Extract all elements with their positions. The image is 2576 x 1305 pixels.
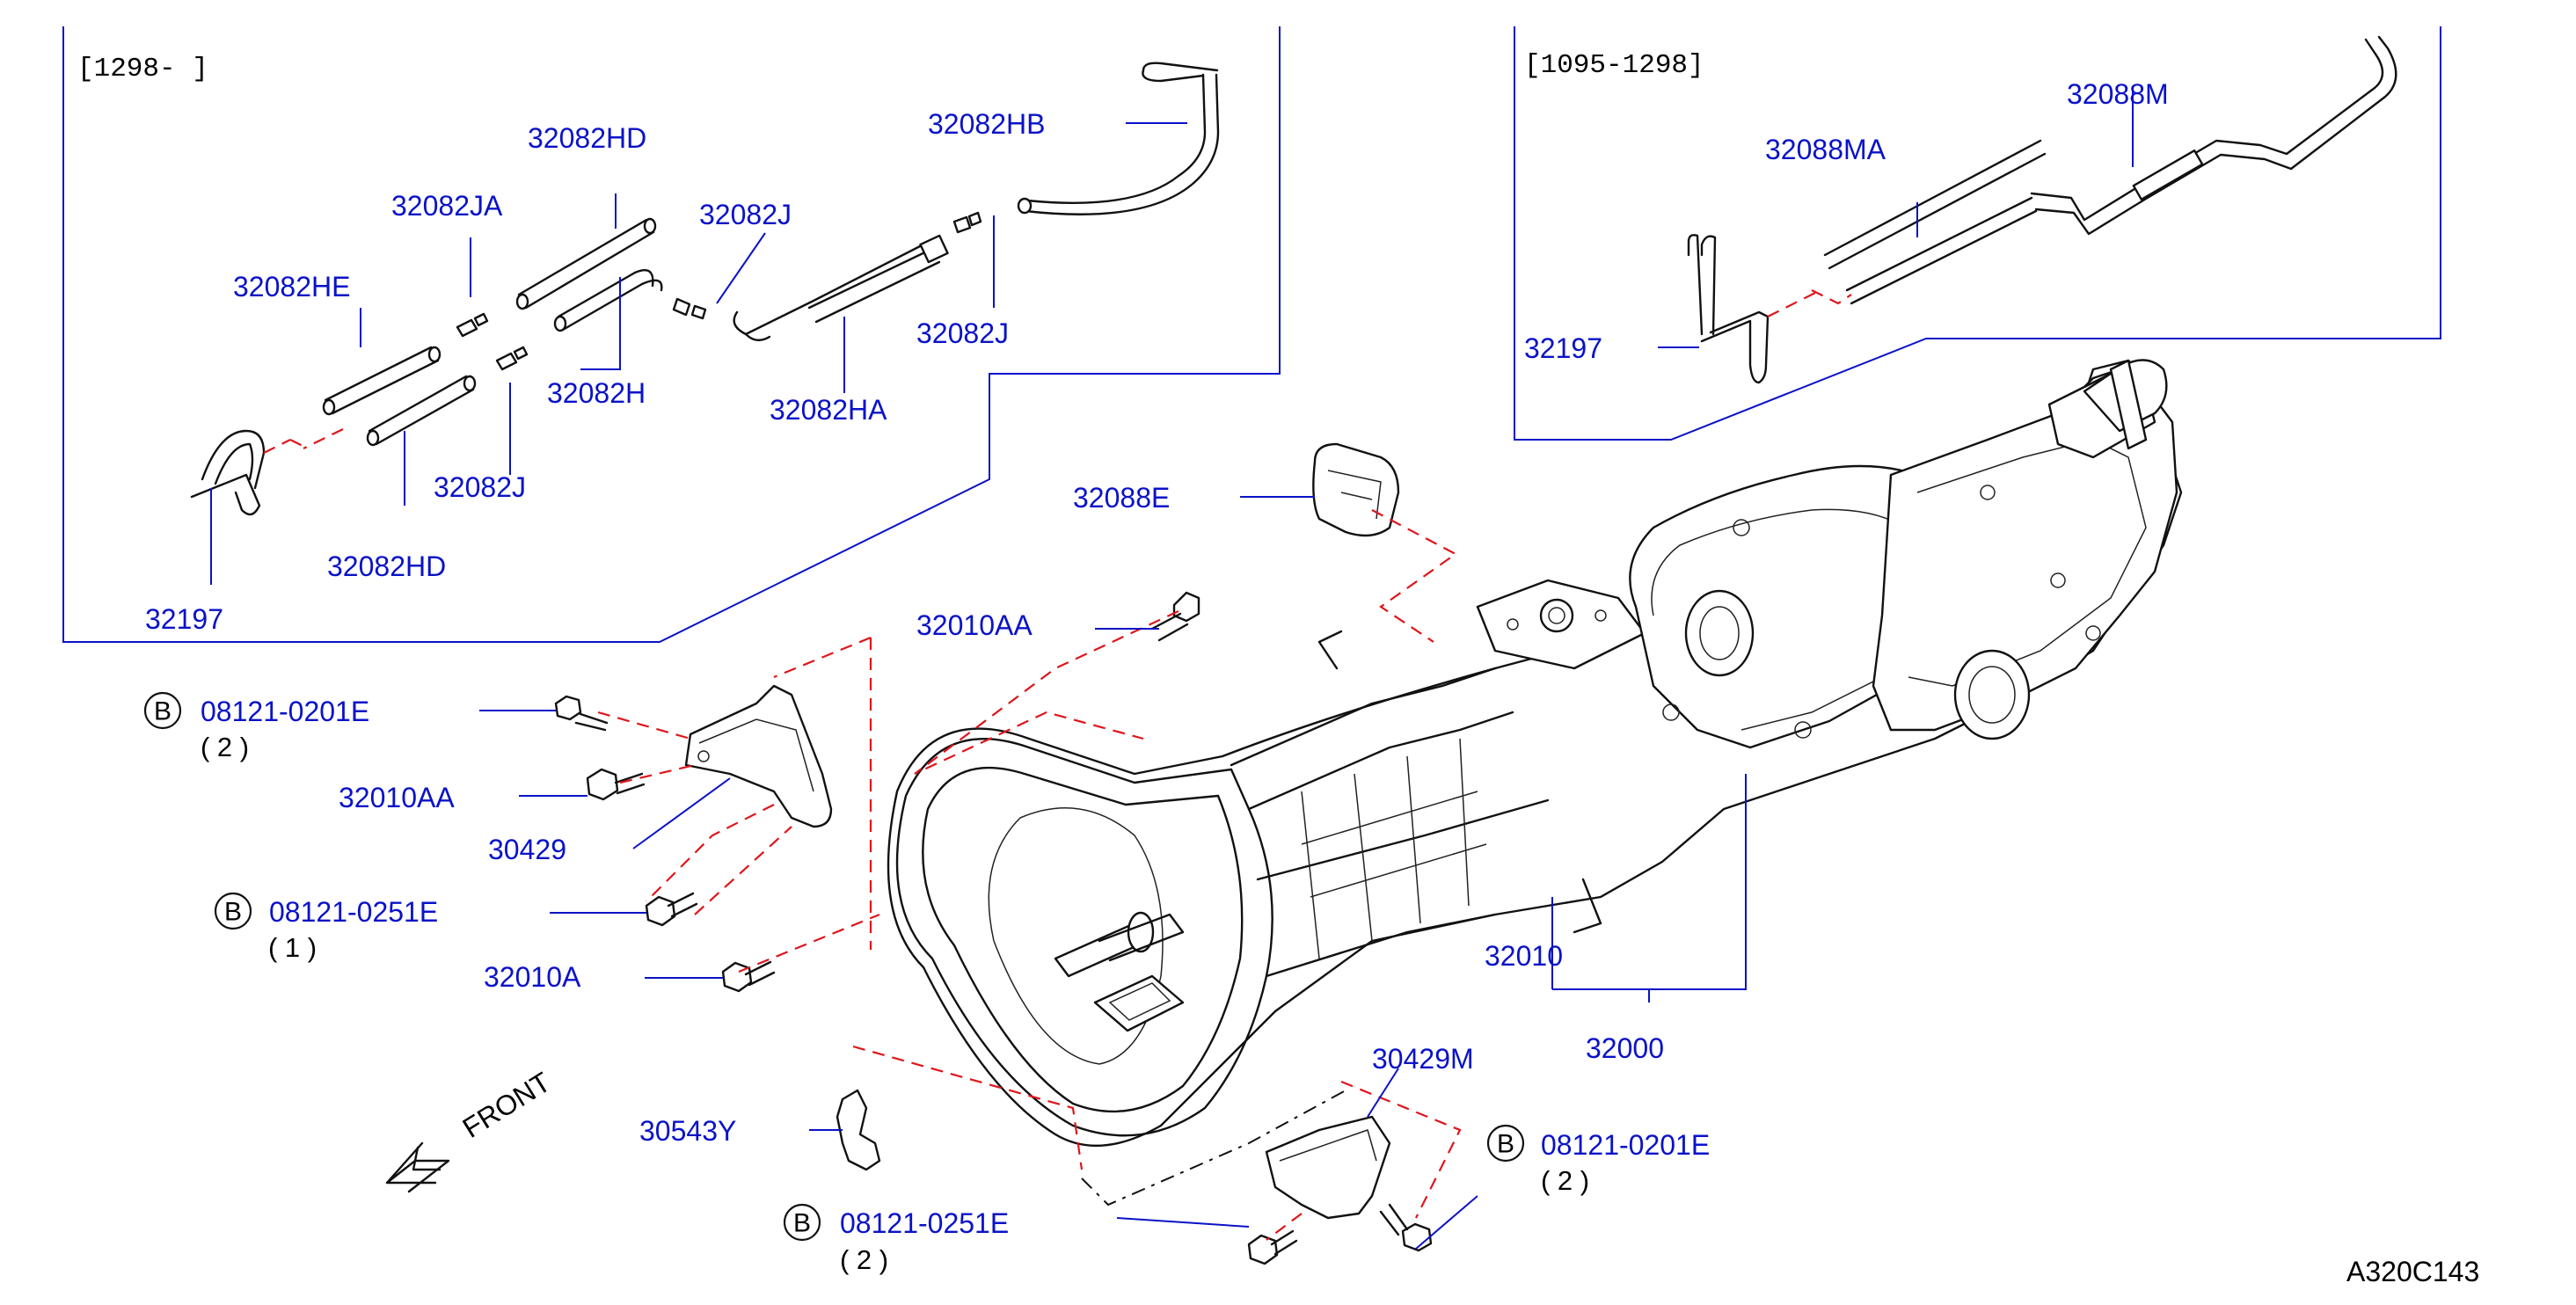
part-label-32088MA[interactable]: 32088MA	[1765, 134, 1886, 165]
part-label-32082HD[interactable]: 32082HD	[327, 550, 446, 582]
front-label: FRONT	[457, 1066, 557, 1144]
part-label-32000[interactable]: 32000	[1586, 1032, 1664, 1064]
quantity: ( 2 )	[1541, 1165, 1589, 1196]
part-label-32010AA[interactable]: 32010AA	[339, 782, 455, 813]
part-label-32010[interactable]: 32010	[1485, 940, 1563, 972]
inset-frame-right	[1514, 26, 2441, 441]
part-label-32082HE[interactable]: 32082HE	[233, 271, 350, 303]
part-label-32197[interactable]: 32197	[1524, 332, 1602, 364]
part-label-32082H[interactable]: 32082H	[547, 377, 646, 409]
part-30429M-bracket	[1265, 1115, 1391, 1220]
bolt-marker: B	[224, 898, 242, 927]
right-hose-assembly	[1687, 35, 2397, 384]
part-label-32010AA[interactable]: 32010AA	[916, 609, 1033, 641]
bolt-marker: B	[1497, 1130, 1514, 1159]
red-guides	[597, 509, 1462, 1241]
reference-code: A320C143	[2346, 1256, 2479, 1287]
part-label-32082J[interactable]: 32082J	[434, 471, 526, 503]
bolt-marker-circle	[214, 892, 252, 930]
part-label-32082J[interactable]: 32082J	[916, 317, 1009, 349]
part-label-32197[interactable]: 32197	[145, 603, 223, 635]
part-label-30429[interactable]: 30429	[488, 834, 566, 865]
part-label-32082HA[interactable]: 32082HA	[770, 394, 887, 426]
part-label-32082J[interactable]: 32082J	[699, 199, 792, 230]
bolt-marker: B	[793, 1209, 811, 1238]
part-label-32082HB[interactable]: 32082HB	[928, 108, 1045, 140]
part-30429-bracket	[684, 684, 833, 828]
part-label-32010A[interactable]: 32010A	[484, 961, 581, 993]
leader-lines	[210, 88, 2134, 1250]
part-label-08121-0251E[interactable]: 08121-0251E	[840, 1207, 1009, 1239]
range-left: [1298- ]	[77, 54, 208, 84]
part-label-08121-0201E[interactable]: 08121-0201E	[1541, 1129, 1710, 1161]
part-label-32082JA[interactable]: 32082JA	[391, 190, 503, 222]
part-label-08121-0251E[interactable]: 08121-0251E	[269, 896, 438, 928]
front-arrow	[385, 1141, 450, 1193]
part-label-32088E[interactable]: 32088E	[1073, 482, 1170, 514]
bolt-marker-circle	[143, 691, 182, 730]
transmission-illustration	[887, 359, 2183, 1148]
quantity: ( 1 )	[268, 932, 317, 963]
inset-frame-left	[62, 26, 1281, 643]
part-label-30543Y[interactable]: 30543Y	[639, 1115, 736, 1147]
part-label-32088M[interactable]: 32088M	[2067, 78, 2169, 110]
bolt-marker-circle	[783, 1203, 821, 1242]
quantity: ( 2 )	[201, 732, 249, 762]
part-label-08121-0201E[interactable]: 08121-0201E	[201, 696, 369, 727]
part-32088E-grommet	[1312, 442, 1400, 537]
quantity: ( 2 )	[840, 1244, 888, 1275]
range-right: [1095-1298]	[1524, 50, 1704, 81]
part-label-30429M[interactable]: 30429M	[1372, 1043, 1474, 1075]
part-label-32082HD[interactable]: 32082HD	[528, 122, 646, 154]
part-30543Y-clip	[836, 1089, 881, 1171]
left-hose-assembly	[190, 62, 1220, 516]
bolt-marker: B	[154, 697, 171, 726]
bolt-marker-circle	[1486, 1124, 1525, 1163]
